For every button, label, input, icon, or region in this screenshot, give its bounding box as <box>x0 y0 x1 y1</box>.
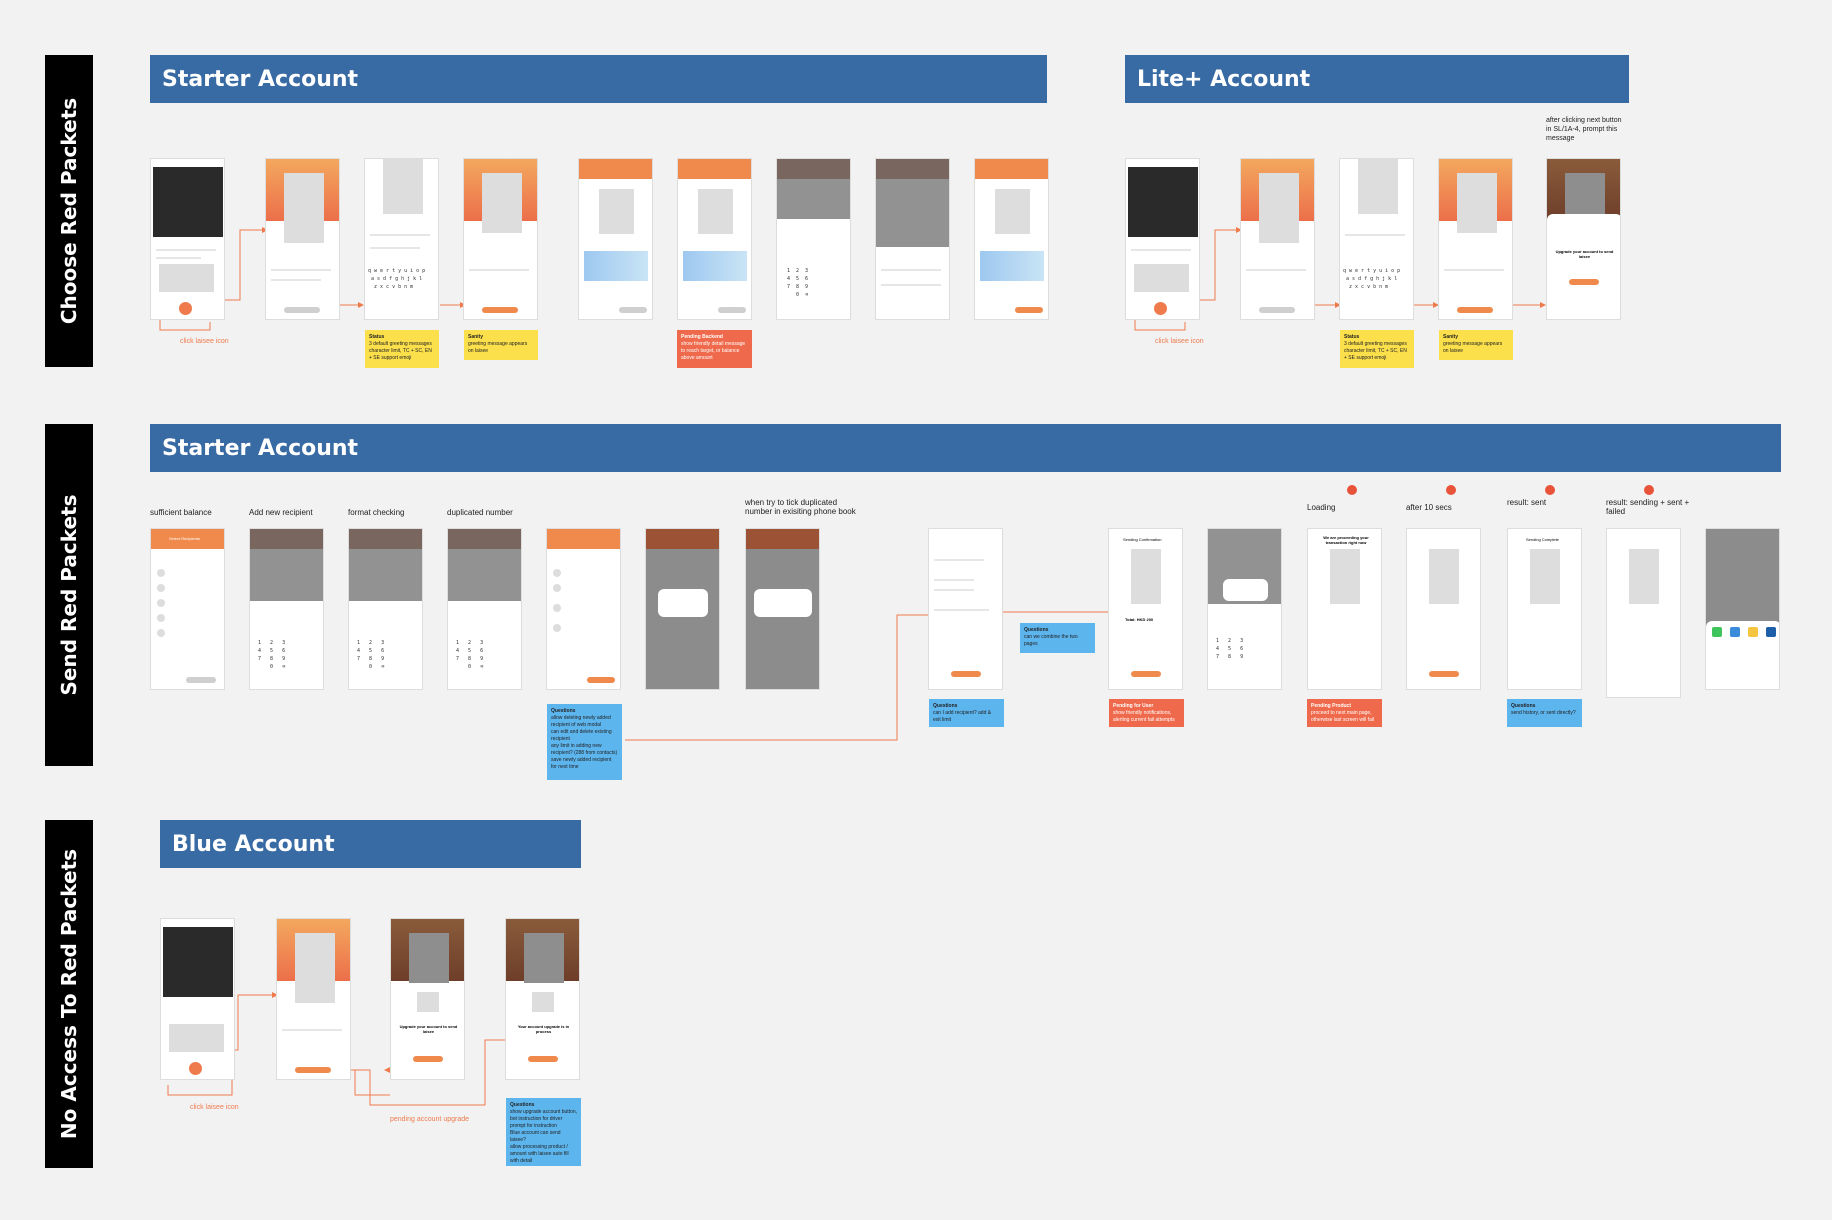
screen-home-lite <box>1125 158 1200 320</box>
status-dot <box>1347 485 1357 495</box>
caption-duplicated: duplicated number <box>447 508 513 517</box>
status-dot <box>1644 485 1654 495</box>
caption-result-mixed: result: sending + sent + failed <box>1606 498 1696 516</box>
laisee-icon[interactable] <box>189 1062 202 1075</box>
screen-laisee-select <box>265 158 340 320</box>
screen-add-recipient: 1 2 3 4 5 6 7 8 9 0 ⌫ <box>249 528 324 690</box>
screen-sending-complete: Sending Complete <box>1507 528 1582 690</box>
caption-tick-dup: when try to tick duplicated number in ex… <box>745 498 865 516</box>
screen-lite-keyboard: q w e r t y u i o p a s d f g h j k l z … <box>1339 158 1414 320</box>
screen-amount-picker <box>875 158 950 320</box>
screen-send-amount <box>928 528 1003 690</box>
screen-lite-upgrade-prompt: Upgrade your account to send laisee <box>1546 158 1621 320</box>
screen-share-sheet <box>1705 528 1780 690</box>
screen-select-recipients: Select Recipients <box>150 528 225 690</box>
screen-processing-2 <box>1406 528 1481 690</box>
screen-lite-select <box>1240 158 1315 320</box>
caption-loading: Loading <box>1307 503 1335 512</box>
screen-amount-selected <box>974 158 1049 320</box>
screen-home-blue <box>160 918 235 1080</box>
status-dot <box>1545 485 1555 495</box>
caption-format: format checking <box>348 508 404 517</box>
screen-lite-greeting <box>1438 158 1513 320</box>
screen-duplicate-modal <box>745 528 820 690</box>
screen-duplicate-number: 1 2 3 4 5 6 7 8 9 0 ⌫ <box>447 528 522 690</box>
action-click-laisee-2: click laisee icon <box>1155 338 1204 345</box>
screen-greeting-keyboard: q w e r t y u i o p a s d f g h j k l z … <box>364 158 439 320</box>
caption-result-sent: result: sent <box>1507 498 1567 507</box>
screen-select-amount-2 <box>677 158 752 320</box>
caption-after10: after 10 secs <box>1406 503 1452 512</box>
screen-format-check: 1 2 3 4 5 6 7 8 9 0 ⌫ <box>348 528 423 690</box>
screen-amount-keypad: 1 2 3 4 5 6 7 8 9 0 ⌫ <box>776 158 851 320</box>
screen-limit-modal <box>645 528 720 690</box>
screen-confirm-keypad: 1 2 3 4 5 6 7 8 9 <box>1207 528 1282 690</box>
screen-recipients-added <box>546 528 621 690</box>
action-click-laisee-3: click laisee icon <box>190 1104 239 1111</box>
action-pending-upgrade: pending account upgrade <box>390 1116 469 1123</box>
caption-add-new: Add new recipient <box>249 508 313 517</box>
screen-blue-select <box>276 918 351 1080</box>
action-click-laisee-1: click laisee icon <box>180 338 229 345</box>
screen-blue-pending: Your account upgrade is in process <box>505 918 580 1080</box>
caption-sufficient: sufficient balance <box>150 508 212 517</box>
laisee-icon[interactable] <box>179 302 192 315</box>
screen-select-amount <box>578 158 653 320</box>
caption-after-next: after clicking next button in SL/1A-4, p… <box>1546 116 1626 143</box>
screen-processing-1: We are proceeding your transaction right… <box>1307 528 1382 690</box>
screen-mixed-result <box>1606 528 1681 698</box>
screen-blue-upgrade: Upgrade your account to send laisee <box>390 918 465 1080</box>
laisee-icon[interactable] <box>1154 302 1167 315</box>
screen-sending-confirmation: Sending Confirmation Total: HKD 200 <box>1108 528 1183 690</box>
status-dot <box>1446 485 1456 495</box>
screen-greeting-entered <box>463 158 538 320</box>
screen-home <box>150 158 225 320</box>
